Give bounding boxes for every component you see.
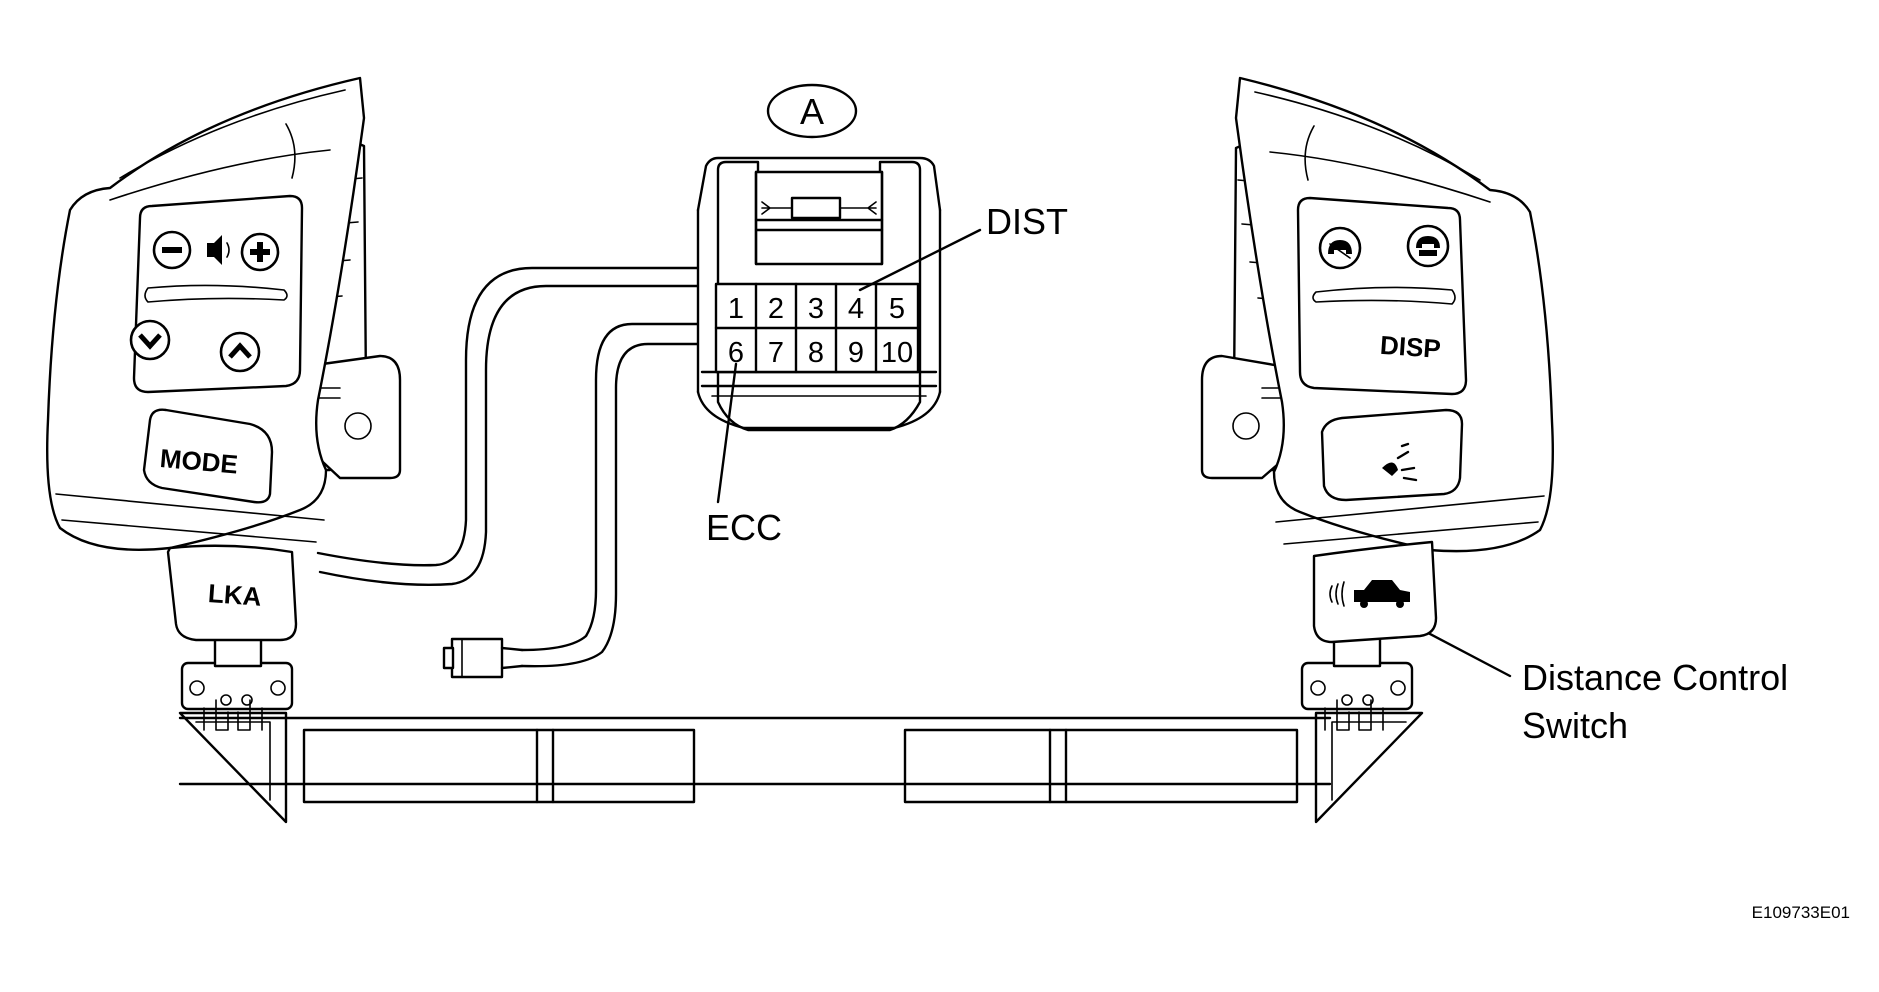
pin-2: 2 (768, 293, 784, 325)
connector-letter: A (800, 91, 824, 132)
lka-label: LKA (207, 578, 263, 612)
minus-icon (162, 247, 182, 253)
seek-up-button[interactable] (219, 331, 261, 373)
phone-on-icon (1416, 236, 1440, 256)
chevron-up-icon (228, 342, 252, 359)
left-mount-bracket (180, 634, 294, 731)
voice-button[interactable] (1320, 408, 1464, 502)
plus-button[interactable] (240, 232, 280, 272)
phone-off-icon (1328, 240, 1352, 259)
speaker-icon (207, 235, 230, 265)
pin-5: 5 (889, 293, 905, 325)
disp-button[interactable]: DISP (1379, 330, 1442, 364)
pin-7: 7 (768, 337, 784, 369)
pin-8: 8 (808, 337, 824, 369)
lka-button[interactable]: LKA (166, 544, 298, 642)
disp-label: DISP (1379, 330, 1442, 364)
callout-ecc: ECC (706, 362, 782, 548)
callout-dist: DIST (858, 201, 1068, 292)
seek-down-button[interactable] (129, 319, 171, 361)
phone-on-button[interactable] (1406, 224, 1450, 268)
mode-button[interactable]: MODE (142, 408, 274, 504)
left-steering-switch: MODE LKA (46, 76, 402, 642)
wire-harness (316, 266, 699, 679)
callout-distance-control-switch: Distance Control Switch (1390, 612, 1788, 746)
connector-a: A 1 2 3 4 5 6 7 8 9 10 (696, 83, 942, 432)
dist-label: DIST (986, 201, 1068, 242)
pin-10: 10 (881, 337, 913, 369)
pin-4: 4 (848, 293, 864, 325)
switch-label-line2: Switch (1522, 705, 1628, 746)
phone-off-button[interactable] (1318, 226, 1362, 270)
pin-3: 3 (808, 293, 824, 325)
pin-6: 6 (728, 337, 744, 369)
right-mount-bracket (1300, 634, 1414, 731)
voice-icon (1382, 442, 1418, 482)
connector-letter-circle (766, 83, 858, 139)
minus-button[interactable] (152, 230, 192, 270)
pin-1: 1 (728, 293, 744, 325)
figure-code: E109733E01 (1752, 903, 1850, 922)
chevron-down-icon (138, 333, 162, 350)
mode-label: MODE (159, 443, 239, 480)
plus-icon (250, 242, 270, 262)
spoke-bar (178, 711, 1424, 824)
distance-car-icon (1329, 580, 1410, 608)
right-steering-switch: DISP (1200, 76, 1554, 644)
ecc-label: ECC (706, 507, 782, 548)
switch-label-line1: Distance Control (1522, 657, 1788, 698)
pin-9: 9 (848, 337, 864, 369)
distance-control-button[interactable] (1312, 540, 1438, 644)
